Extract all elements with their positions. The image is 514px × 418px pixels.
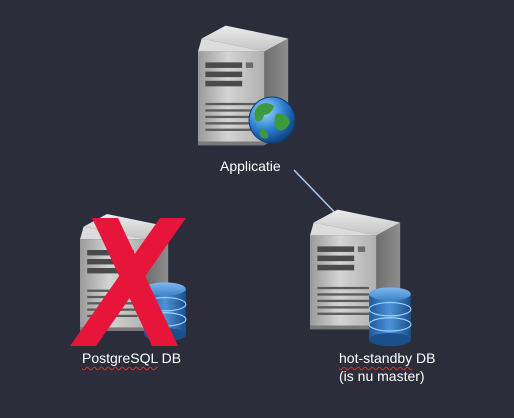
primary-db-label-word: PostgreSQL xyxy=(82,350,158,366)
red-x-icon xyxy=(70,218,186,346)
primary-db-label-rest: DB xyxy=(157,350,182,366)
standby-db-status-label: (is nu master) xyxy=(339,368,425,384)
standby-database-icon xyxy=(368,286,412,347)
primary-db-label: PostgreSQL DB xyxy=(82,350,181,367)
standby-db-label: hot-standby DB xyxy=(339,350,436,367)
application-label: Applicatie xyxy=(220,158,281,174)
standby-db-label-word: hot-standby xyxy=(339,350,413,366)
standby-db-label-rest: DB xyxy=(412,350,436,366)
globe-icon xyxy=(248,96,296,144)
